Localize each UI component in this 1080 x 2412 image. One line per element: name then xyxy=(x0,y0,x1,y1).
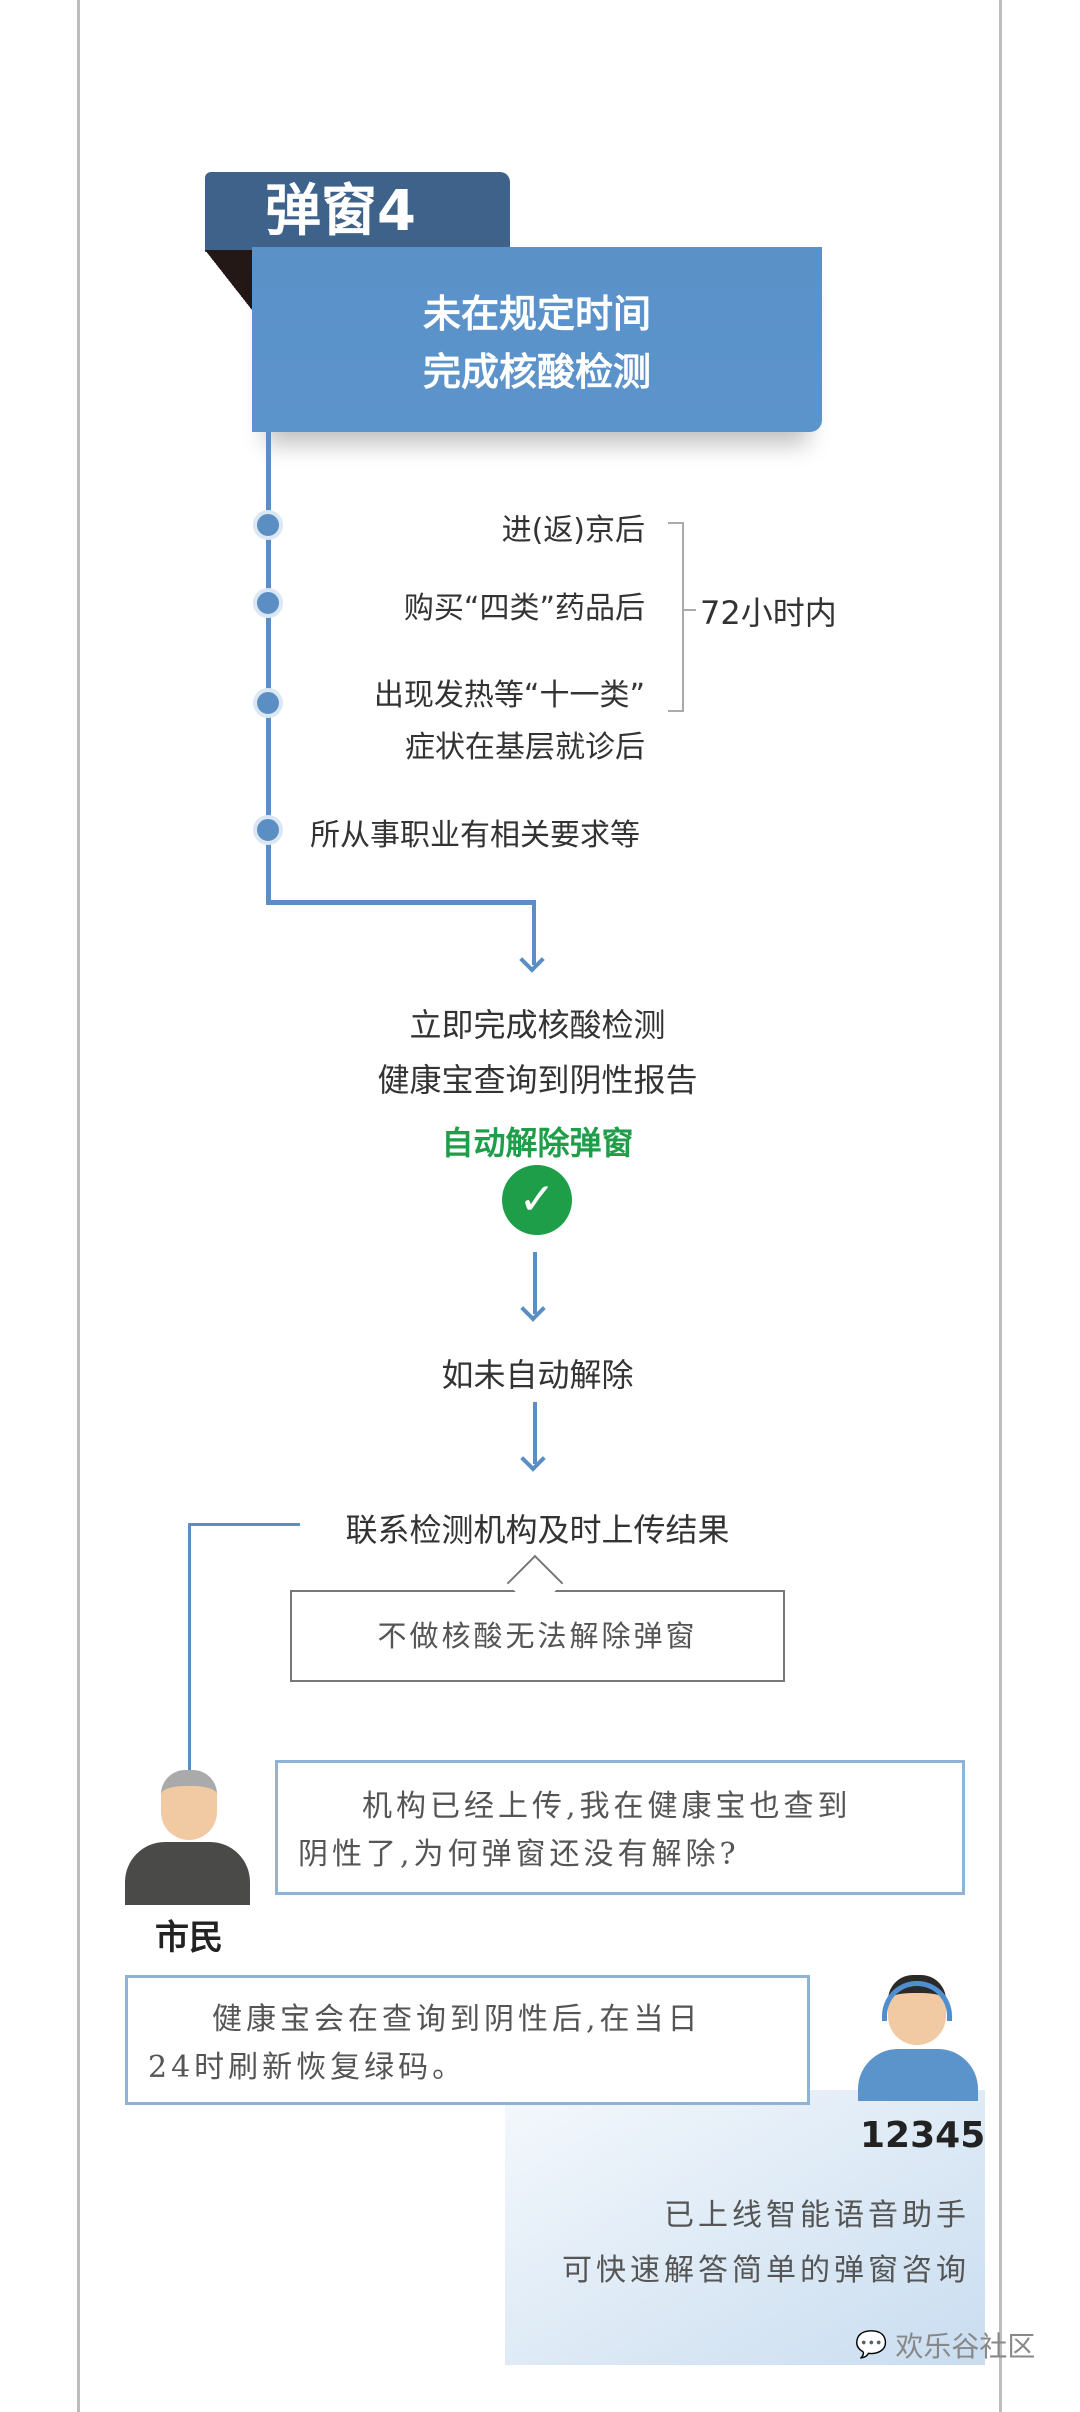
if-not-released: 如未自动解除 xyxy=(441,1356,634,1394)
condition-item: 进(返)京后 xyxy=(501,513,645,548)
citizen-text: 阴性了,为何弹窗还没有解除? xyxy=(298,1837,740,1872)
operator-avatar xyxy=(858,1975,978,2101)
title-line: 完成核酸检测 xyxy=(422,350,651,394)
connector-line xyxy=(188,1523,191,1773)
condition-item: 症状在基层就诊后 xyxy=(405,730,645,765)
assistant-text: 已上线智能语音助手 xyxy=(664,2198,970,2233)
popup-tab: 弹窗4 xyxy=(205,172,510,252)
check-icon: ✓ xyxy=(502,1165,572,1235)
tab-fold xyxy=(205,250,252,310)
citizen-avatar xyxy=(125,1770,250,1905)
time-limit: 72小时内 xyxy=(700,594,837,632)
citizen-text: 机构已经上传,我在健康宝也查到 xyxy=(362,1789,852,1824)
arrow-down-icon xyxy=(533,1252,537,1314)
bracket-tick xyxy=(684,609,696,611)
timeline-dot xyxy=(253,815,283,845)
timeline-dot xyxy=(253,588,283,618)
arrow-down-icon xyxy=(532,900,536,965)
connector-line xyxy=(188,1523,300,1526)
watermark-text: 欢乐谷社区 xyxy=(895,2330,1036,2363)
arrow-down-icon xyxy=(533,1402,537,1464)
condition-item: 购买“四类”药品后 xyxy=(403,591,645,626)
citizen-label: 市民 xyxy=(155,1918,223,1958)
right-border xyxy=(999,0,1002,2412)
title-line: 未在规定时间 xyxy=(422,292,651,336)
timeline-dot xyxy=(253,510,283,540)
timeline-line xyxy=(266,900,536,905)
condition-item: 出现发热等“十一类” xyxy=(373,678,645,713)
auto-release-label: 自动解除弹窗 xyxy=(441,1124,634,1162)
hotline-label: 12345 xyxy=(860,2115,986,2156)
timeline-dot xyxy=(253,688,283,718)
citizen-bubble: 机构已经上传,我在健康宝也查到 阴性了,为何弹窗还没有解除? xyxy=(275,1760,965,1895)
contact-institution: 联系检测机构及时上传结果 xyxy=(345,1511,730,1549)
hotline-bubble: 健康宝会在查询到阴性后,在当日 24时刷新恢复绿码。 xyxy=(125,1975,810,2105)
condition-item: 所从事职业有相关要求等 xyxy=(310,818,640,853)
hotline-text: 健康宝会在查询到阴性后,在当日 xyxy=(212,2002,702,2037)
left-border xyxy=(77,0,80,2412)
assistant-text: 可快速解答简单的弹窗咨询 xyxy=(562,2253,970,2288)
wechat-icon: 💬 xyxy=(855,2330,888,2360)
assistant-panel: 已上线智能语音助手 可快速解答简单的弹窗咨询 xyxy=(505,2090,985,2365)
hotline-text: 24时刷新恢复绿码。 xyxy=(148,2050,467,2085)
bracket xyxy=(668,522,684,712)
step-complete-test: 立即完成核酸检测 xyxy=(409,1006,666,1044)
timeline-line xyxy=(266,432,271,905)
watermark: 💬 欢乐谷社区 xyxy=(855,2325,1035,2365)
step-query-report: 健康宝查询到阴性报告 xyxy=(377,1061,698,1099)
title-box: 未在规定时间 完成核酸检测 xyxy=(252,247,822,432)
